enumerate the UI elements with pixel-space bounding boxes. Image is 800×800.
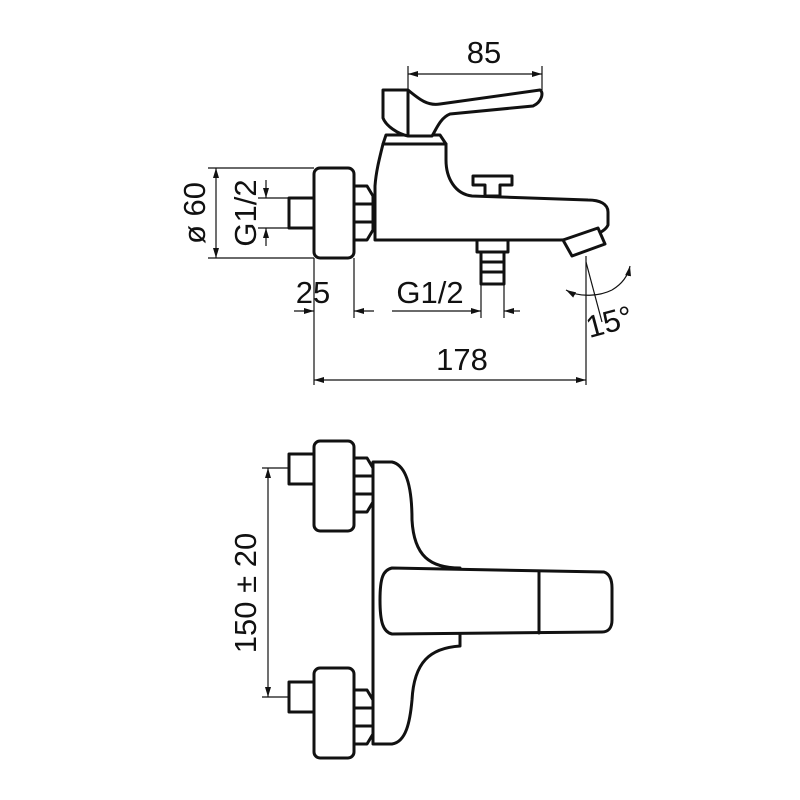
diverter-knob — [471, 174, 514, 198]
dim-width-top: 85 — [467, 35, 501, 70]
wall-flange — [312, 166, 356, 260]
top-view: 150 ± 20 — [228, 439, 614, 760]
lever-handle — [381, 88, 544, 138]
dim-inlet-thread: G1/2 — [228, 179, 263, 246]
upper-hex-nut — [352, 456, 375, 514]
lower-hex-nut — [352, 688, 375, 746]
dim-diameter: ø 60 — [177, 182, 212, 244]
spout-aerator — [561, 226, 607, 258]
outlet-collar — [475, 238, 510, 254]
dim-outlet-thread: G1/2 — [396, 275, 463, 310]
dim-offset: 25 — [296, 275, 330, 310]
dim-spout-angle: 15° — [582, 299, 636, 345]
upper-inlet-stub — [287, 452, 316, 486]
hex-nut — [352, 184, 375, 242]
angle-arc — [611, 265, 631, 291]
handle-top — [378, 566, 614, 636]
inlet-stub — [287, 196, 316, 230]
lower-inlet-stub — [287, 680, 316, 714]
angle-ray — [585, 261, 603, 323]
outlet-nipple — [479, 250, 506, 286]
lower-flange — [312, 666, 356, 760]
side-view: 85 ø 60 G1/2 25 G1/2 178 15° — [177, 35, 636, 385]
dim-total-length: 178 — [436, 342, 488, 377]
dim-center-distance: 150 ± 20 — [228, 533, 263, 653]
angle-arc — [565, 289, 613, 298]
upper-flange — [312, 439, 356, 533]
